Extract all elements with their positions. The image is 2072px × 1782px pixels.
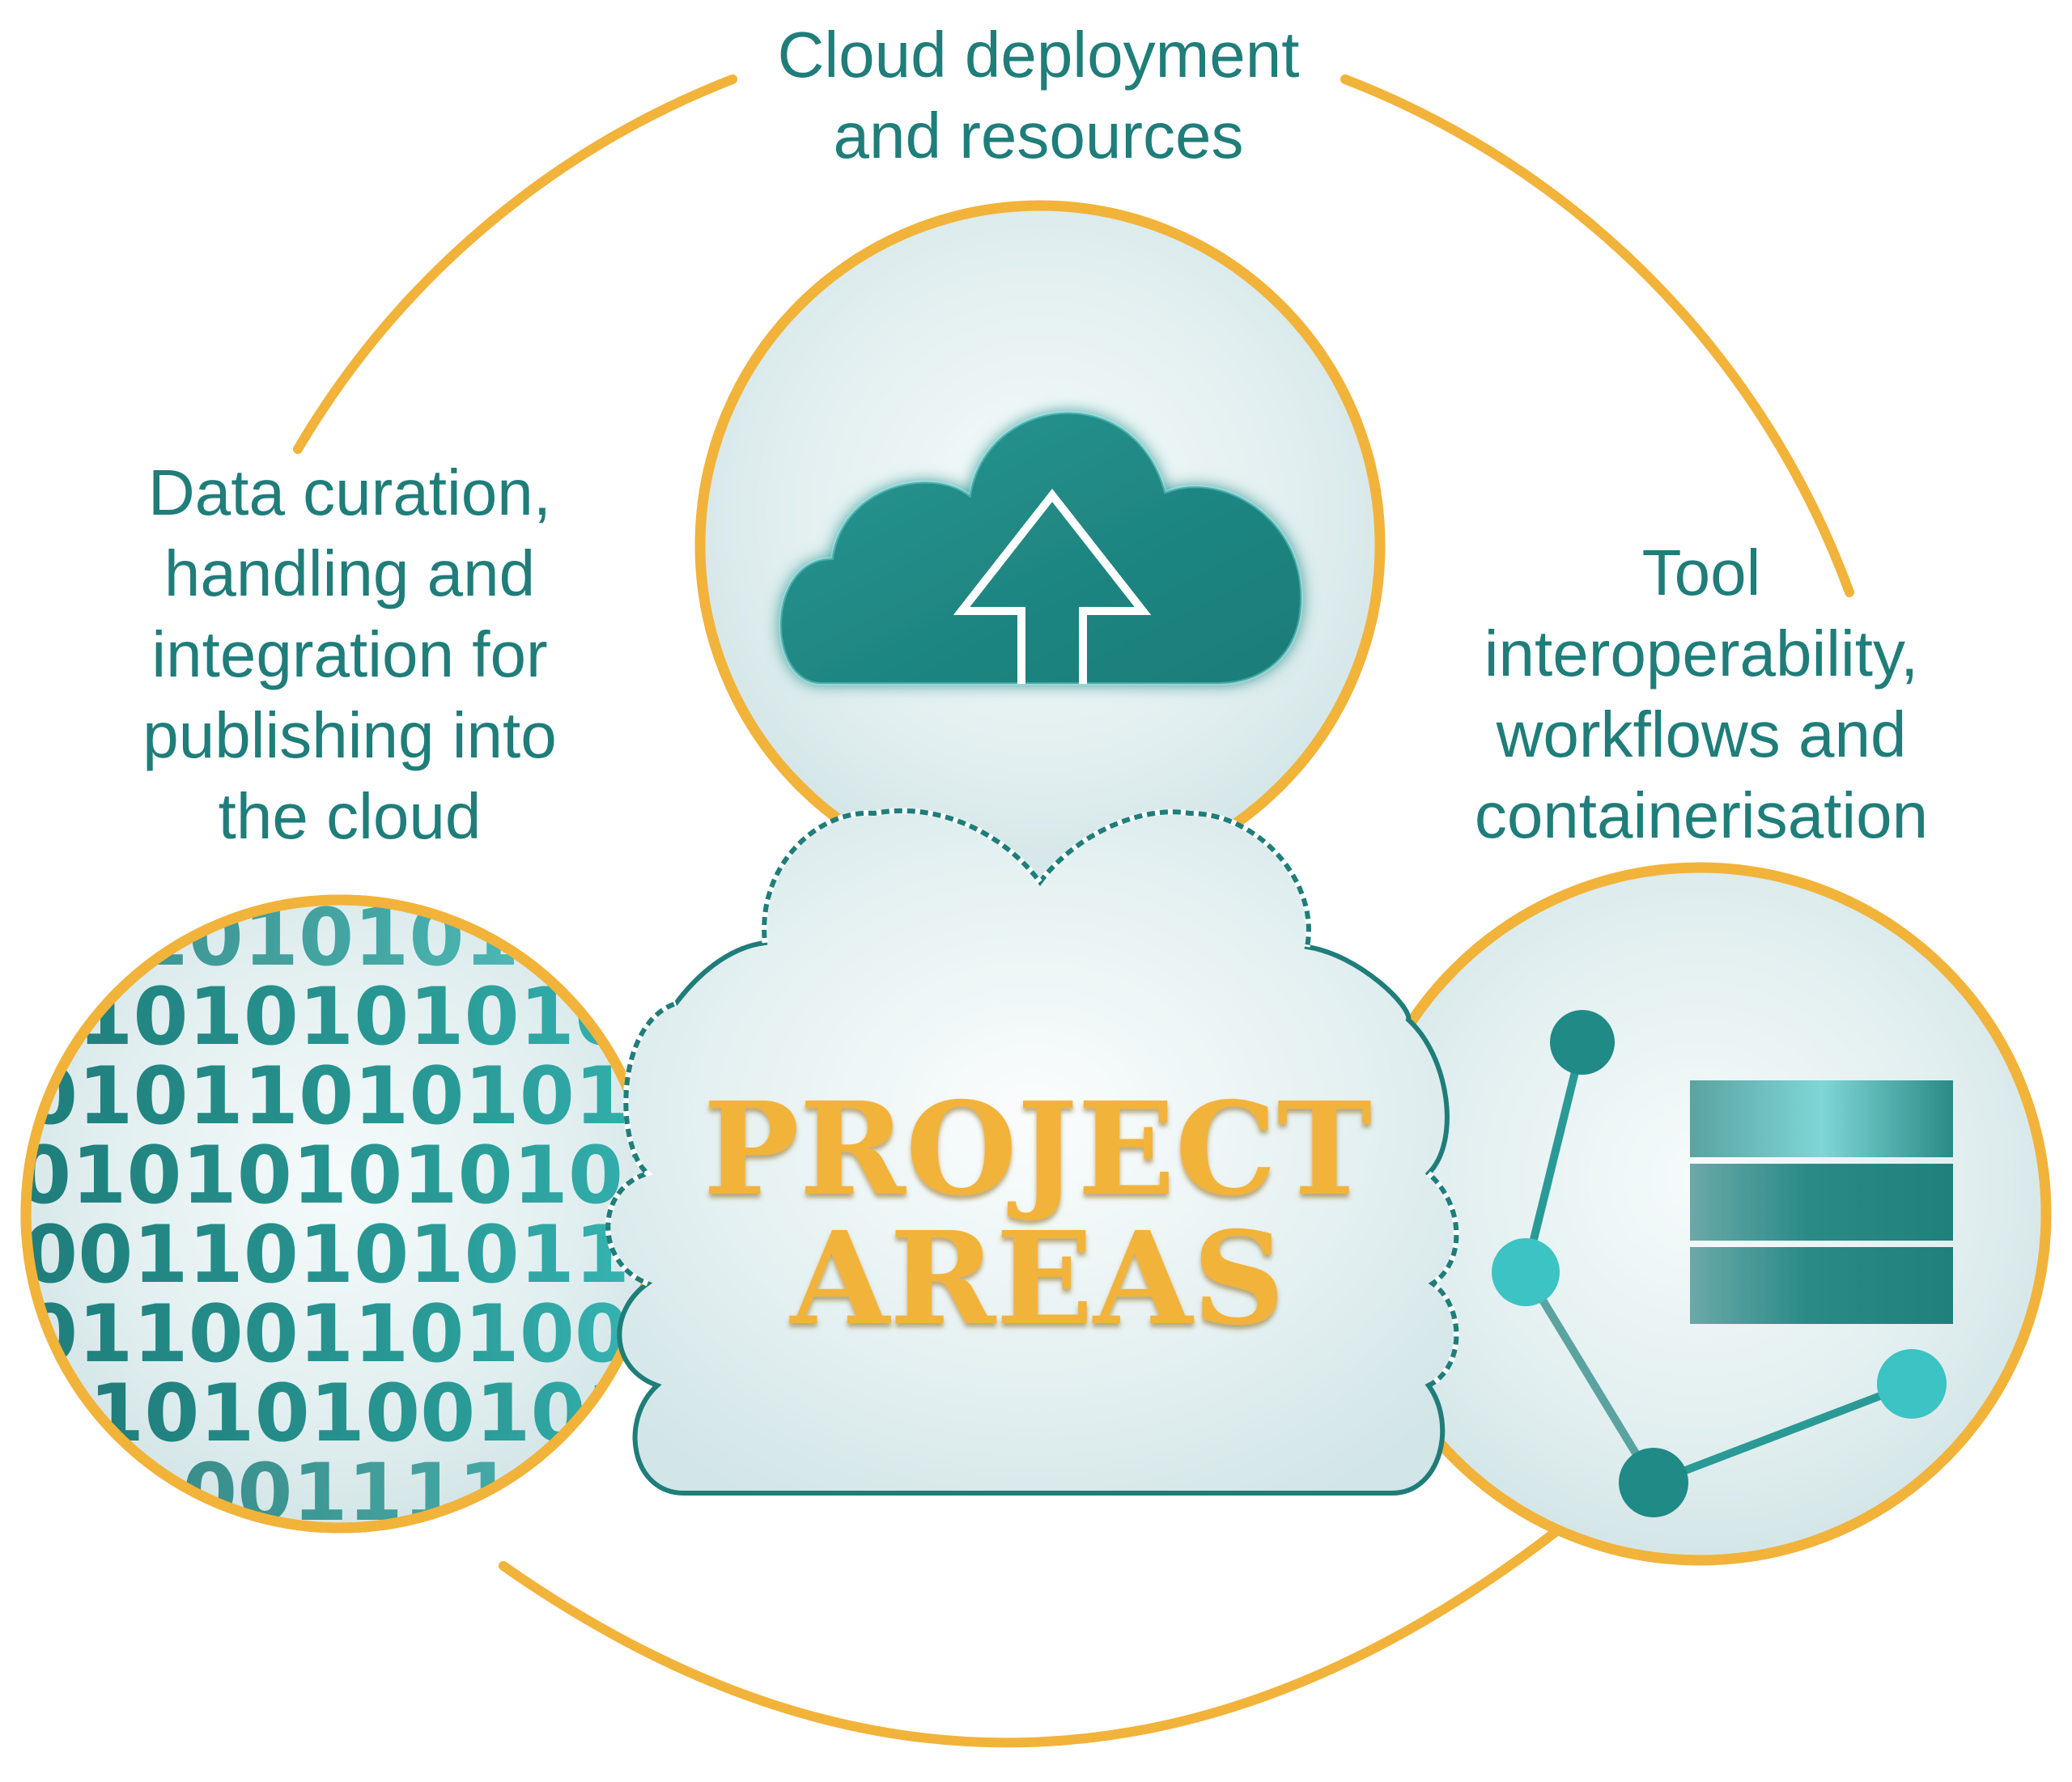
orbit-arc-right — [1340, 74, 1854, 597]
binary-row: 010110101010101 — [23, 1050, 851, 1143]
center-title-line1: PROJECT — [703, 1075, 1372, 1224]
workflow-node — [1492, 1238, 1560, 1306]
caption-right-line: containerisation — [1475, 779, 1928, 851]
workflow-icon — [1492, 1010, 1953, 1517]
caption-left-line: handling and — [164, 537, 535, 609]
binary-row: 01010101010101 — [23, 971, 796, 1063]
orbit-arc-bottom — [499, 1513, 1579, 1748]
caption-right-line: workflows and — [1496, 698, 1907, 770]
caption-right-line: interoperability, — [1484, 617, 1919, 689]
orbit-arc-top — [293, 74, 737, 454]
center-title-line2: AREAS — [788, 1204, 1284, 1354]
binary-row: 01100110100100 — [23, 1288, 796, 1381]
container-bar — [1690, 1164, 1953, 1241]
caption-left-line: integration for — [151, 618, 547, 690]
binary-row: 010101010101111 — [16, 1130, 844, 1222]
workflow-node — [1619, 1448, 1688, 1517]
container-bar — [1690, 1080, 1953, 1157]
caption-top-line: and resources — [834, 100, 1244, 172]
caption-right-line: Tool — [1642, 537, 1761, 609]
binary-row: 101010101010 — [23, 892, 685, 984]
workflow-node — [1877, 1349, 1947, 1419]
caption-left-line: Data curation, — [148, 456, 551, 528]
central-cloud — [605, 808, 1459, 1496]
caption-left-line: publishing into — [142, 699, 556, 771]
container-bar — [1690, 1247, 1953, 1324]
workflow-node — [1550, 1010, 1615, 1075]
cloud-upload-icon — [779, 410, 1304, 685]
caption-left-line: the cloud — [219, 780, 482, 852]
binary-row: 00110101011101 — [23, 1209, 796, 1301]
caption-top-line: Cloud deployment — [778, 19, 1300, 91]
